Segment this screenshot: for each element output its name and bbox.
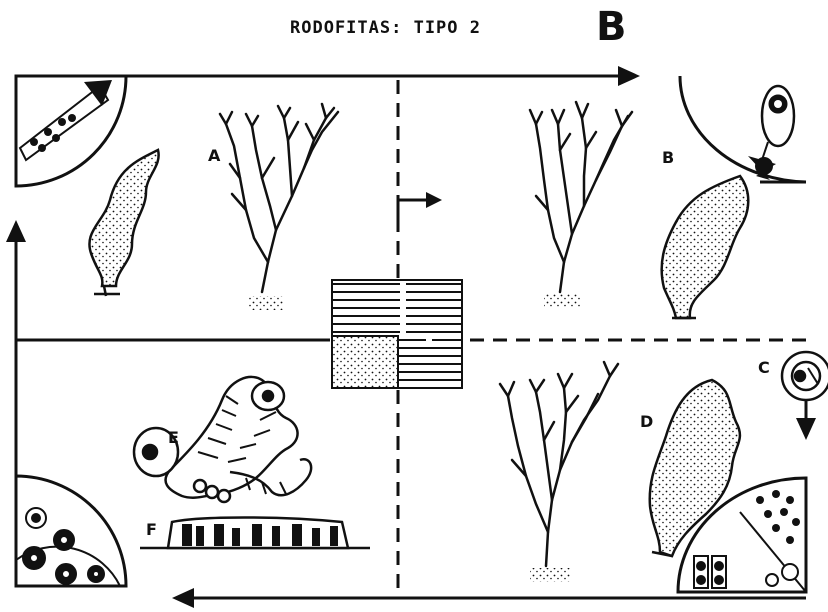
small-arrow-head [426,192,442,208]
top-arrow-head [618,66,640,86]
branched-plant-b [530,102,632,292]
label-d: D [640,412,653,431]
corner-c-circle [782,352,828,400]
left-arrow-head [6,220,26,242]
corner-bottom-left-detail [16,476,126,586]
corner-top-left-detail [16,76,126,186]
thallus-top-left [89,150,158,296]
figure-letter: B [596,4,627,50]
thallus-top-right [662,176,749,318]
label-f: F [146,520,157,539]
branched-plant-d [500,362,618,566]
label-c: C [758,358,770,377]
right-arrow-head [796,418,816,440]
filament-e [134,377,311,502]
label-a: A [208,146,220,165]
central-square [332,280,462,388]
corner-top-right-detail [680,76,806,182]
label-b: B [662,148,674,167]
crust-f [140,518,370,549]
diagram-title: RODOFITAS: TIPO 2 [290,18,481,38]
branched-plant-a [220,104,338,292]
bottom-arrow-head [172,588,194,608]
label-e: E [168,428,179,447]
